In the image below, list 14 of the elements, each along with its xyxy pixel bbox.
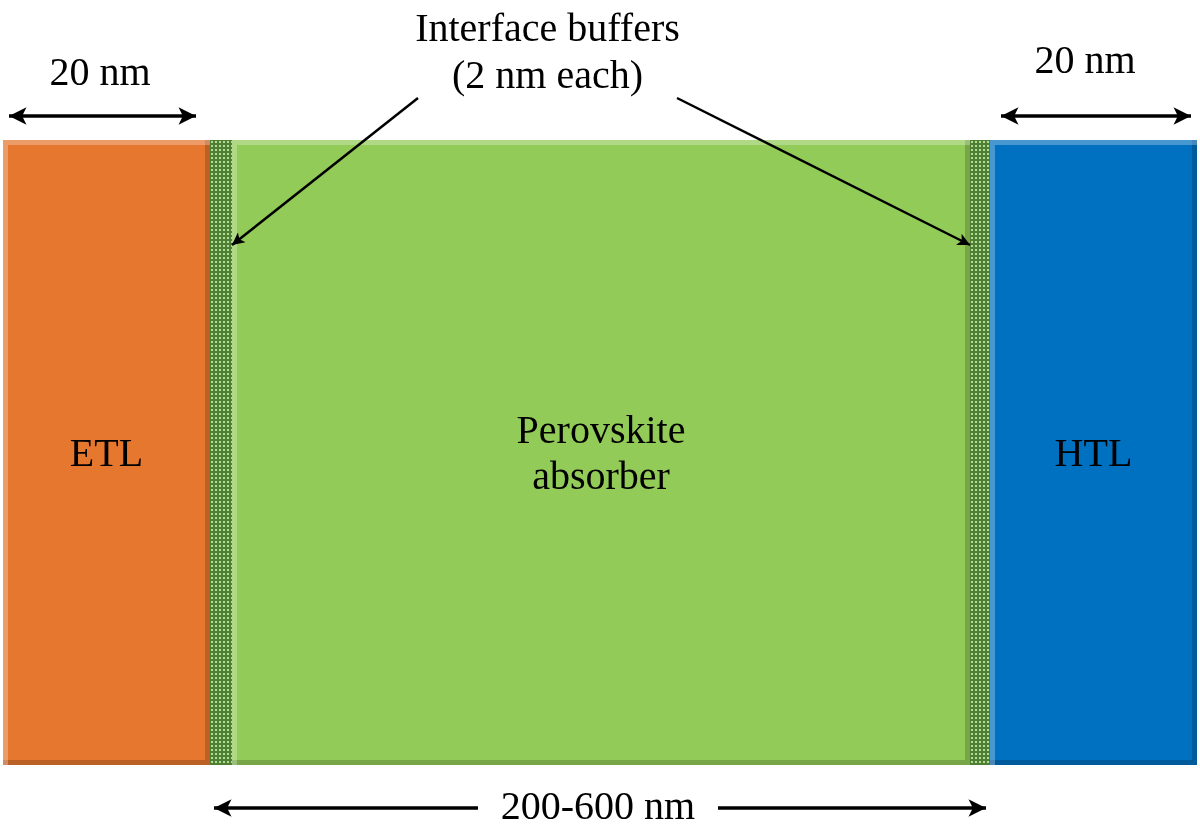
leader-line [231, 97, 419, 246]
callout-label: Interface buffers (2 nm each) [405, 4, 690, 98]
dimension-label: 200-600 nm [500, 783, 696, 827]
layer-block [990, 140, 1197, 765]
layer-label: Perovskite absorber [515, 406, 687, 499]
dimension-label: 20 nm [49, 49, 151, 95]
buffer-strip [210, 140, 232, 765]
layer-label: HTL [1054, 429, 1133, 476]
layer-block [232, 140, 970, 765]
buffer-strip [970, 140, 990, 765]
layer-label: ETL [69, 429, 144, 476]
layer-block [3, 140, 210, 765]
leader-line [676, 96, 971, 247]
dimension-label: 20 nm [1034, 37, 1136, 83]
